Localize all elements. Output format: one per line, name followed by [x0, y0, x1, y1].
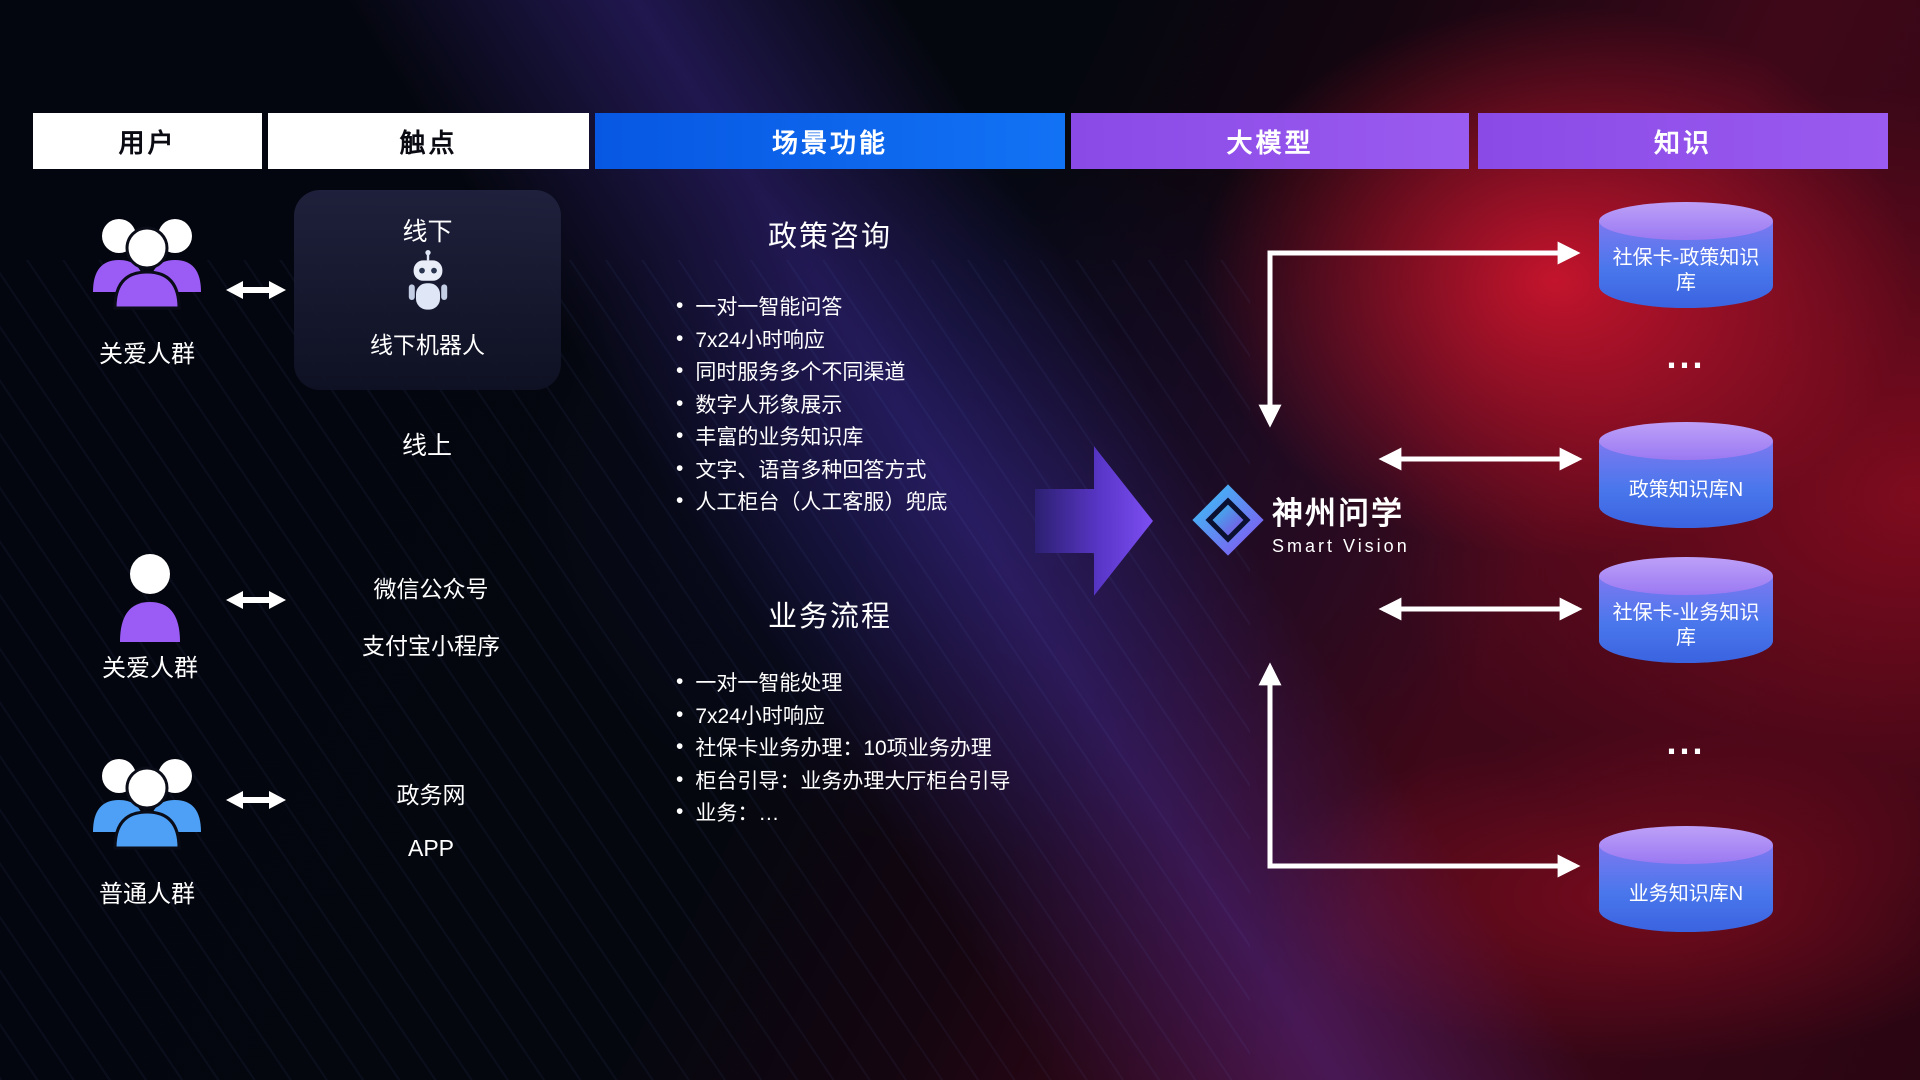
touchpoint-wechat: 微信公众号 [373, 576, 489, 602]
elbow-arrow-top [1258, 241, 1581, 428]
touchpoint-gov-web: 政务网 [396, 782, 466, 808]
database-cylinder-icon: 社保卡-业务知识库 [1599, 557, 1773, 663]
group-people-icon [87, 210, 207, 312]
db-label: 社保卡-业务知识库 [1612, 601, 1760, 649]
big-right-arrow-icon [1035, 446, 1153, 596]
cylinder-top [1599, 422, 1773, 460]
feature-item: 文字、语音多种回答方式 [676, 453, 947, 486]
database-cylinder-icon: 业务知识库N [1599, 826, 1773, 932]
header-model: 大模型 [1071, 113, 1469, 169]
robot-icon [404, 248, 452, 321]
cylinder-top [1599, 826, 1773, 864]
user-ordinary-label: 普通人群 [99, 881, 195, 908]
ellipsis: ... [1666, 721, 1706, 762]
offline-touchpoint-card: 线下 线下机器人 [294, 190, 561, 390]
database-cylinder-icon: 政策知识库N [1599, 422, 1773, 528]
feature-item: 一对一智能处理 [676, 666, 1010, 699]
offline-robot-label: 线下机器人 [370, 332, 485, 358]
group-people-icon [87, 750, 207, 852]
double-arrow-icon [226, 588, 286, 612]
online-title: 线上 [401, 432, 452, 460]
user-group-label: 关爱人群 [99, 341, 195, 368]
section-title-business: 业务流程 [767, 601, 892, 633]
section-title-policy: 政策咨询 [767, 221, 892, 253]
cylinder-top [1599, 202, 1773, 240]
header-users: 用户 [33, 113, 262, 169]
database-cylinder-icon: 社保卡-政策知识库 [1599, 202, 1773, 308]
feature-item: 柜台引导：业务办理大厅柜台引导 [676, 764, 1010, 797]
header-touchpoints: 触点 [268, 113, 589, 169]
brand-name-en: Smart Vision [1272, 536, 1410, 556]
feature-item: 社保卡业务办理：10项业务办理 [676, 731, 1010, 764]
feature-item: 7x24小时响应 [676, 699, 1010, 732]
header-knowledge: 知识 [1478, 113, 1888, 169]
double-arrow-icon [226, 278, 286, 302]
feature-item: 一对一智能问答 [676, 290, 947, 323]
feature-item: 业务：… [676, 796, 1010, 829]
brand-name: 神州问学 [1272, 496, 1404, 531]
person-icon [112, 552, 188, 646]
brand-block: 神州问学 Smart Vision [1272, 488, 1410, 557]
db-label: 社保卡-政策知识库 [1612, 246, 1760, 294]
feature-item: 人工柜台（人工客服）兜底 [676, 485, 947, 518]
diamond-logo-icon [1190, 482, 1266, 558]
feature-item: 7x24小时响应 [676, 323, 947, 356]
policy-feature-list: 一对一智能问答 7x24小时响应 同时服务多个不同渠道 数字人形象展示 丰富的业… [676, 290, 947, 518]
offline-title: 线下 [402, 218, 453, 246]
ellipsis: ... [1666, 335, 1706, 376]
header-scenario: 场景功能 [595, 113, 1065, 169]
touchpoint-alipay: 支付宝小程序 [362, 633, 500, 659]
touchpoint-app: APP [407, 835, 455, 861]
elbow-arrow-bottom [1258, 662, 1581, 878]
user-person-label: 关爱人群 [102, 655, 198, 682]
cylinder-body: 政策知识库N [1599, 441, 1773, 528]
db-label: 业务知识库N [1628, 883, 1744, 905]
feature-item: 丰富的业务知识库 [676, 420, 947, 453]
feature-item: 数字人形象展示 [676, 388, 947, 421]
business-feature-list: 一对一智能处理 7x24小时响应 社保卡业务办理：10项业务办理 柜台引导：业务… [676, 666, 1010, 829]
cylinder-top [1599, 557, 1773, 595]
double-arrow-icon [226, 788, 286, 812]
feature-item: 同时服务多个不同渠道 [676, 355, 947, 388]
db-label: 政策知识库N [1628, 479, 1744, 501]
